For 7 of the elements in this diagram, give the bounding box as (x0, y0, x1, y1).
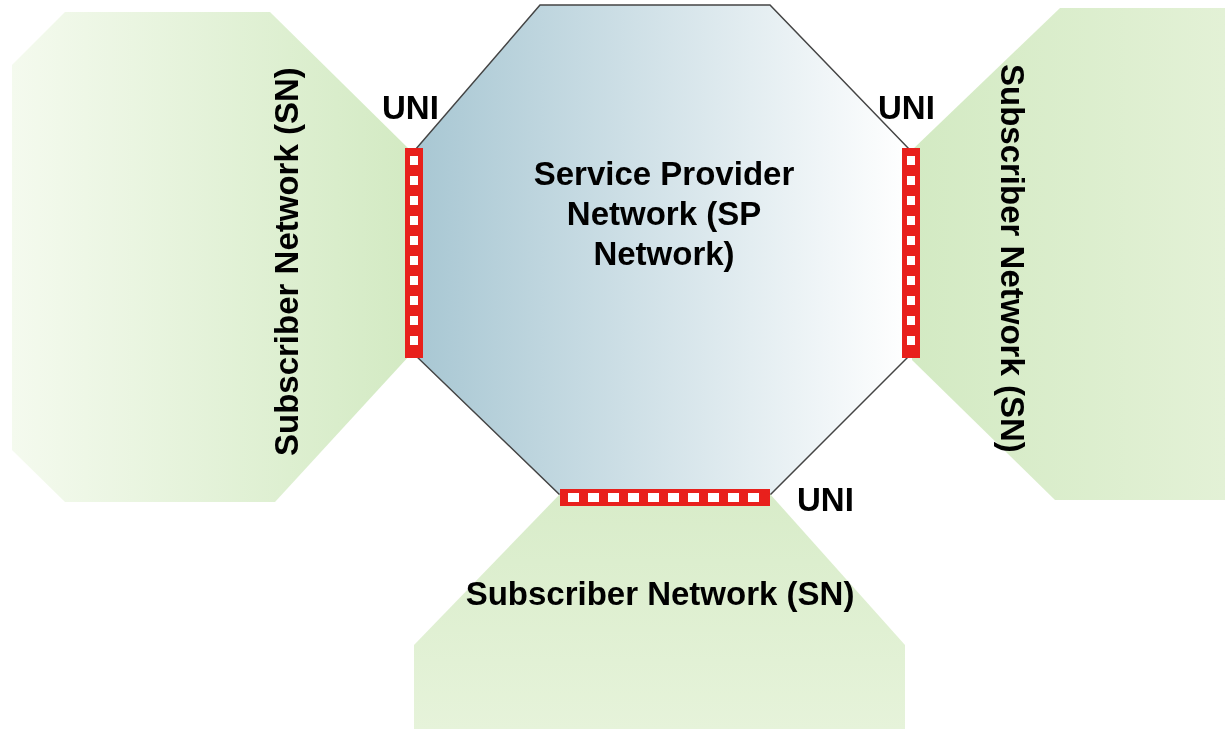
network-label: Subscriber Network (SN) (267, 66, 306, 459)
network-label: Subscriber Network (SN) (993, 62, 1032, 455)
network-label: Subscriber Network (SN) (464, 574, 856, 614)
interface-label: UNI (878, 90, 935, 126)
network-label: Service Provider Network (SP Network) (532, 154, 796, 274)
interface-label: UNI (797, 482, 854, 518)
interface-label: UNI (382, 90, 439, 126)
